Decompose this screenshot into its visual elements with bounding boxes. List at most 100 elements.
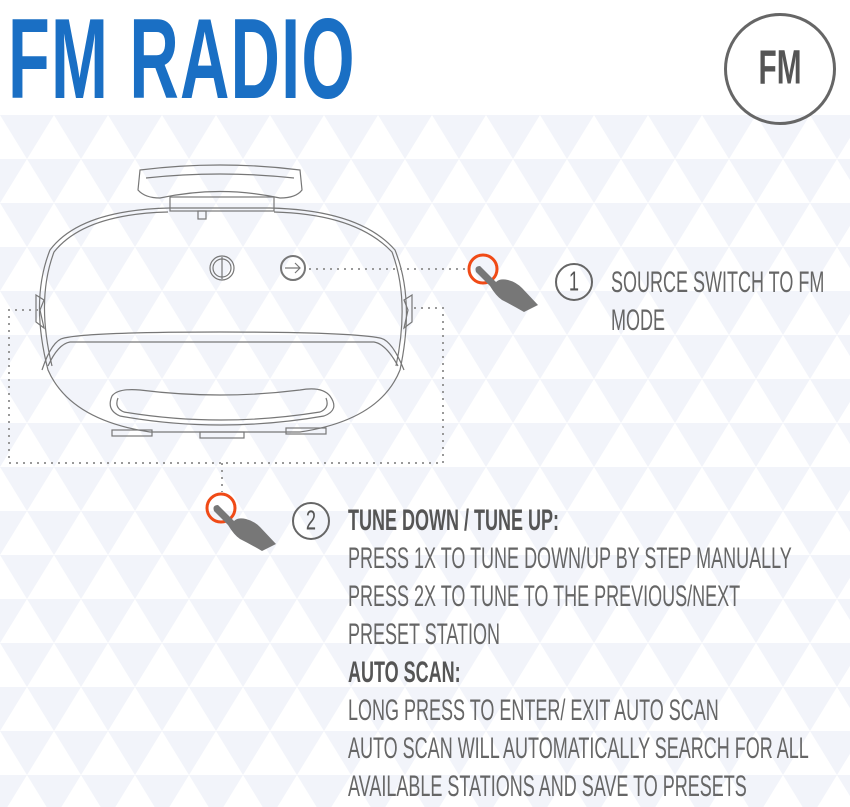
pattern-triangle [810, 115, 850, 159]
pattern-triangle [675, 247, 729, 291]
fm-mode-badge: FM [724, 13, 836, 125]
pattern-triangle [486, 115, 540, 159]
pattern-triangle [27, 159, 81, 203]
pattern-triangle [108, 203, 162, 247]
pattern-triangle [0, 775, 27, 807]
pattern-triangle [567, 423, 621, 467]
pattern-triangle [810, 379, 850, 423]
pattern-triangle [594, 379, 648, 423]
power-button[interactable] [209, 255, 235, 281]
pattern-triangle [216, 555, 270, 599]
pattern-triangle [297, 687, 351, 731]
pattern-triangle [567, 599, 621, 643]
pattern-triangle [837, 423, 850, 445]
pattern-triangle [459, 599, 513, 643]
pattern-triangle [486, 643, 540, 687]
pattern-triangle [513, 775, 567, 807]
speaker-handle [137, 164, 303, 220]
pattern-triangle [189, 599, 243, 643]
pattern-triangle [621, 335, 675, 379]
pattern-triangle [810, 731, 850, 775]
pattern-triangle [729, 159, 783, 203]
pattern-triangle [459, 511, 513, 555]
pattern-triangle [756, 203, 810, 247]
source-button[interactable] [280, 255, 306, 281]
pattern-triangle [837, 247, 850, 269]
pattern-triangle [351, 423, 405, 467]
pattern-triangle [756, 379, 810, 423]
pattern-triangle [162, 291, 216, 335]
pattern-triangle [405, 159, 459, 203]
pattern-triangle [108, 731, 162, 775]
step-2-text-line: PRESET STATION [348, 618, 501, 651]
pattern-triangle [0, 555, 54, 599]
pattern-triangle [837, 687, 850, 709]
pattern-triangle [513, 159, 567, 203]
pattern-triangle [675, 335, 729, 379]
pattern-triangle [135, 599, 189, 643]
tune-heading: TUNE DOWN / TUNE UP: [348, 504, 559, 537]
pattern-triangle [594, 731, 648, 775]
step-1-text-line: SOURCE SWITCH TO FM [611, 266, 825, 299]
pattern-triangle [405, 423, 459, 467]
pattern-triangle [405, 687, 459, 731]
pattern-triangle [648, 555, 702, 599]
pattern-triangle [729, 247, 783, 291]
pattern-triangle [351, 511, 405, 555]
step-2-number: 2 [292, 502, 330, 540]
pattern-triangle [648, 379, 702, 423]
pattern-triangle [108, 291, 162, 335]
pattern-triangle [729, 511, 783, 555]
pattern-triangle [0, 335, 27, 379]
pattern-triangle [378, 731, 432, 775]
pattern-triangle [432, 203, 486, 247]
pattern-triangle [324, 379, 378, 423]
pattern-triangle [0, 159, 27, 203]
pattern-triangle [81, 423, 135, 467]
pattern-triangle [432, 643, 486, 687]
pattern-triangle [324, 467, 378, 511]
pattern-triangle [675, 423, 729, 467]
pattern-triangle [216, 379, 270, 423]
pattern-triangle [540, 379, 594, 423]
pattern-triangle [0, 467, 54, 511]
pattern-triangle [108, 555, 162, 599]
pattern-triangle [486, 467, 540, 511]
pattern-triangle [189, 335, 243, 379]
pattern-triangle [540, 555, 594, 599]
pattern-triangle [54, 643, 108, 687]
pattern-triangle [567, 159, 621, 203]
pattern-triangle [378, 115, 432, 159]
pattern-triangle [432, 731, 486, 775]
pattern-triangle [702, 291, 756, 335]
pattern-triangle [702, 379, 756, 423]
pattern-triangle [243, 775, 297, 807]
pattern-triangle [675, 599, 729, 643]
pattern-triangle [486, 203, 540, 247]
pattern-triangle [810, 467, 850, 511]
pattern-triangle [378, 643, 432, 687]
pattern-triangle [459, 423, 513, 467]
pattern-triangle [324, 643, 378, 687]
pattern-triangle [621, 599, 675, 643]
pattern-triangle [27, 599, 81, 643]
pattern-triangle [513, 335, 567, 379]
pattern-triangle [216, 467, 270, 511]
pattern-triangle [0, 247, 27, 291]
pattern-triangle [243, 159, 297, 203]
pattern-triangle [621, 511, 675, 555]
pattern-triangle [540, 731, 594, 775]
pattern-triangle [783, 599, 837, 643]
pattern-triangle [108, 467, 162, 511]
pattern-triangle [54, 291, 108, 335]
pattern-triangle [0, 511, 27, 555]
pattern-triangle [270, 731, 324, 775]
pattern-triangle [729, 335, 783, 379]
pattern-triangle [432, 291, 486, 335]
pattern-triangle [405, 775, 459, 807]
pattern-triangle [432, 115, 486, 159]
pattern-triangle [432, 379, 486, 423]
pattern-triangle [648, 291, 702, 335]
pattern-triangle [594, 467, 648, 511]
pattern-triangle [297, 599, 351, 643]
